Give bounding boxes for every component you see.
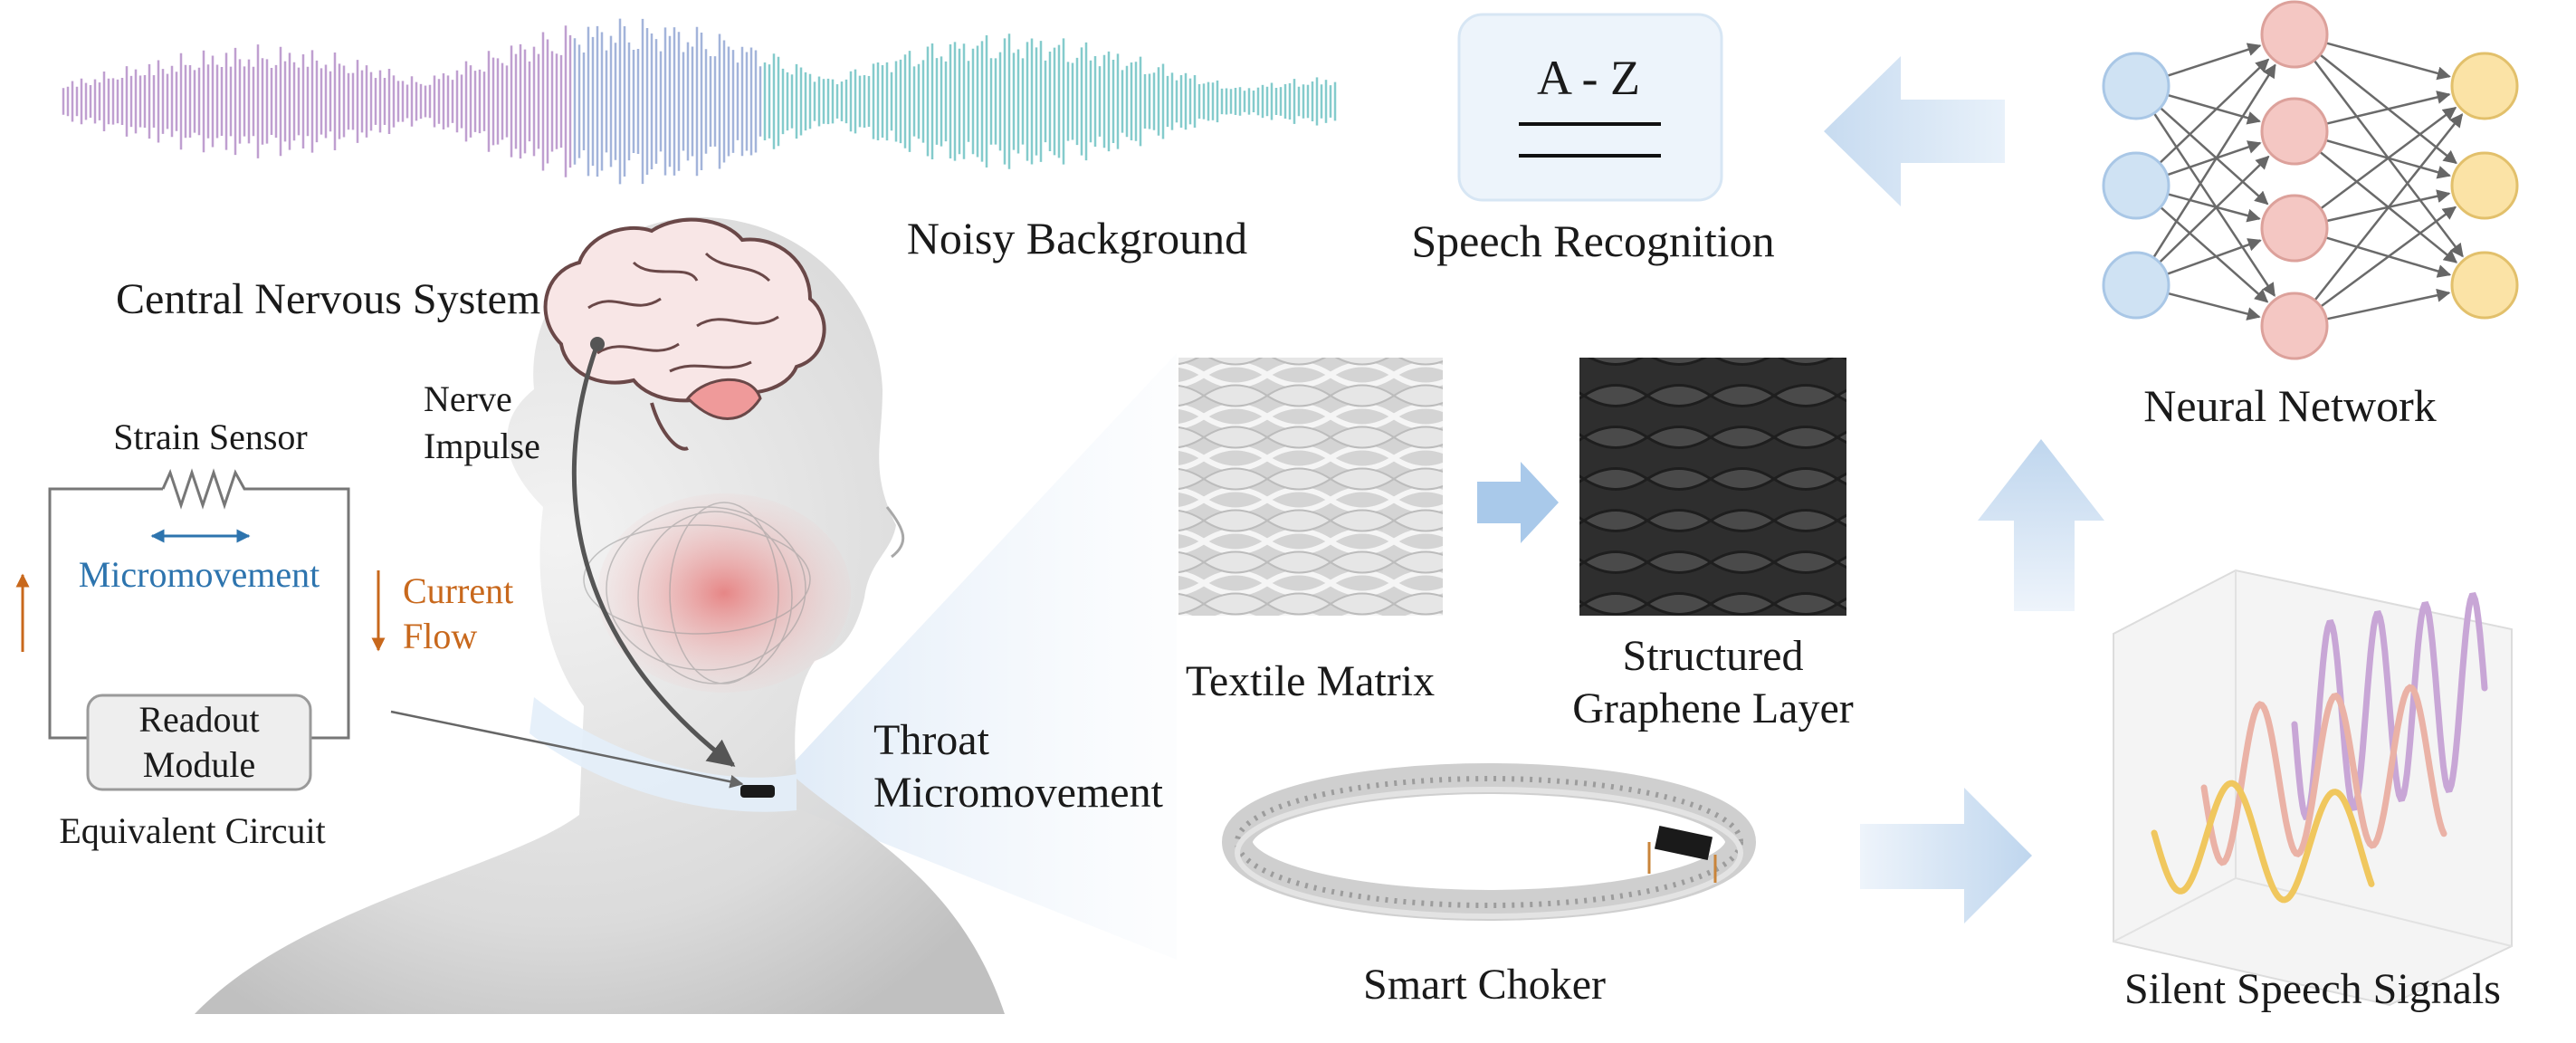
speech-recognition-card bbox=[1457, 13, 1723, 202]
current-label: Current bbox=[403, 570, 514, 611]
nn-hidden-node bbox=[2260, 194, 2329, 263]
equivalent-circuit-diagram bbox=[48, 468, 350, 791]
flow-arrow-right bbox=[1860, 788, 2032, 923]
smart-choker-image bbox=[1222, 763, 1756, 921]
nerve-impulse-path bbox=[571, 343, 736, 767]
speech-recognition-label: Speech Recognition bbox=[1411, 215, 1775, 266]
nn-output-node bbox=[2450, 151, 2519, 220]
throat-label: Throat bbox=[873, 716, 989, 764]
neural-network-diagram bbox=[2102, 0, 2519, 360]
nn-connection bbox=[2314, 113, 2464, 301]
nerve-label: Nerve bbox=[424, 378, 512, 419]
signal-wave-purple bbox=[2291, 591, 2488, 821]
textile-matrix-image bbox=[1178, 358, 1443, 616]
nn-connection bbox=[2166, 43, 2262, 78]
central-nervous-system-label: Central Nervous System bbox=[116, 275, 541, 323]
noisy-background-label: Noisy Background bbox=[906, 213, 1248, 263]
nn-connection bbox=[2325, 42, 2451, 81]
strain-sensor-label: Strain Sensor bbox=[113, 416, 308, 457]
graphene-layer-label: Graphene Layer bbox=[1572, 684, 1854, 732]
structured-label: Structured bbox=[1622, 632, 1804, 680]
nn-connection bbox=[2325, 288, 2451, 321]
nn-input-node bbox=[2102, 251, 2171, 320]
signal-wave-yellow bbox=[2151, 780, 2375, 904]
flow-label: Flow bbox=[403, 616, 478, 656]
nn-input-node bbox=[2102, 52, 2171, 120]
flow-arrow-up bbox=[1978, 439, 2104, 611]
nn-connection bbox=[2325, 91, 2451, 125]
neck-sensor bbox=[740, 785, 775, 798]
nn-connection bbox=[2152, 63, 2276, 259]
nn-input-node bbox=[2102, 151, 2171, 220]
nn-connection bbox=[2159, 107, 2269, 206]
nn-connection bbox=[2160, 206, 2269, 303]
nn-connection bbox=[2166, 238, 2262, 275]
muscle-highlight bbox=[597, 493, 851, 693]
nn-output-node bbox=[2450, 52, 2519, 120]
smart-choker-label: Smart Choker bbox=[1363, 961, 1606, 1009]
impulse-label: Impulse bbox=[424, 426, 540, 466]
nn-hidden-node bbox=[2260, 0, 2329, 69]
circuit-pointer-line bbox=[390, 710, 744, 789]
module-label: Module bbox=[142, 744, 256, 785]
readout-label: Readout bbox=[138, 699, 260, 740]
silent-speech-signals-label: Silent Speech Signals bbox=[2124, 965, 2501, 1013]
brain-icon bbox=[543, 217, 826, 451]
nn-connection bbox=[2167, 93, 2261, 125]
micromovement-throat-label: Micromovement bbox=[873, 769, 1163, 817]
muscle-fibers bbox=[583, 502, 811, 684]
silent-speech-signals-plot bbox=[2113, 569, 2513, 1007]
flow-arrow-left bbox=[1824, 56, 2005, 206]
nn-output-node bbox=[2450, 251, 2519, 320]
graphene-layer-image bbox=[1579, 358, 1846, 616]
neural-network-label: Neural Network bbox=[2143, 380, 2437, 431]
nn-connection bbox=[2167, 193, 2261, 223]
nn-connection bbox=[2166, 140, 2262, 177]
nn-connection bbox=[2158, 155, 2270, 263]
nn-connection bbox=[2152, 112, 2276, 297]
human-head-icon bbox=[195, 216, 1005, 1014]
nn-connection bbox=[2167, 292, 2261, 321]
nn-hidden-node bbox=[2260, 97, 2329, 166]
nn-hidden-node bbox=[2260, 292, 2329, 360]
signal-wave-pink bbox=[2200, 684, 2447, 866]
magnification-beam bbox=[778, 353, 1177, 960]
equivalent-circuit-label: Equivalent Circuit bbox=[59, 810, 326, 851]
nn-connection bbox=[2320, 206, 2457, 308]
nn-connection bbox=[2320, 106, 2457, 210]
material-arrow bbox=[1477, 462, 1559, 543]
az-label: A - Z bbox=[1537, 51, 1640, 105]
resistor-icon bbox=[161, 468, 251, 510]
micromovement-label: Micromovement bbox=[78, 554, 320, 595]
textile-matrix-label: Textile Matrix bbox=[1185, 657, 1436, 705]
noisy-waveform bbox=[62, 18, 1337, 185]
nn-connection bbox=[2159, 58, 2270, 165]
